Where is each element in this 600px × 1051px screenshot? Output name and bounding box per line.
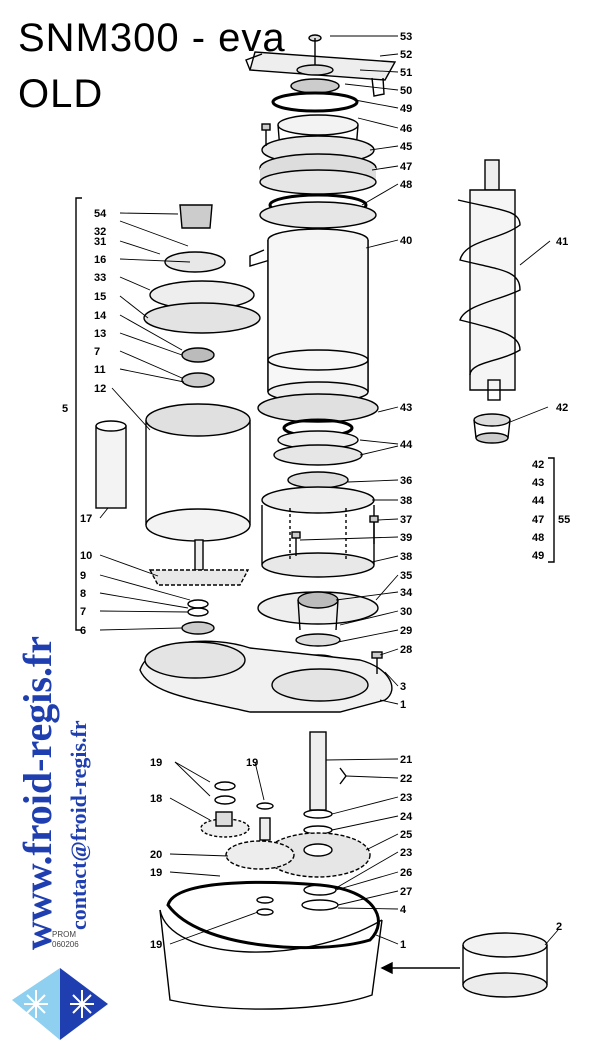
callout-27: 27: [400, 886, 412, 898]
callout-50: 50: [400, 85, 412, 97]
callout-31: 31: [94, 236, 106, 248]
callout-6: 6: [80, 625, 86, 637]
group-5: 5: [62, 403, 68, 415]
callout-29: 29: [400, 625, 412, 637]
diagram-subtitle: OLD: [18, 72, 104, 116]
callout-19d: 19: [150, 939, 162, 951]
contact-watermark: contact@froid-regis.fr: [66, 720, 91, 930]
callout-23b: 23: [400, 847, 412, 859]
callout-18: 18: [150, 793, 162, 805]
callout-23: 23: [400, 792, 412, 804]
callout-53: 53: [400, 31, 412, 43]
callout-16: 16: [94, 254, 106, 266]
callout-45: 45: [400, 141, 412, 153]
kit-44: 44: [532, 495, 545, 507]
callout-22: 22: [400, 773, 412, 785]
callout-7b: 7: [80, 606, 86, 618]
callout-11: 11: [94, 364, 106, 376]
callout-1: 1: [400, 699, 406, 711]
callout-41: 41: [556, 236, 568, 248]
callout-40: 40: [400, 235, 412, 247]
callout-37: 37: [400, 514, 412, 526]
kit-47: 47: [532, 514, 544, 526]
callout-49: 49: [400, 103, 412, 115]
callout-26: 26: [400, 867, 412, 879]
callout-17: 17: [80, 513, 92, 525]
callout-38: 38: [400, 495, 412, 507]
callout-10: 10: [80, 550, 92, 562]
callout-36: 36: [400, 475, 412, 487]
callout-19b: 19: [246, 757, 258, 769]
kit-49: 49: [532, 550, 544, 562]
callout-7: 7: [94, 346, 100, 358]
callout-51: 51: [400, 67, 412, 79]
callout-35: 35: [400, 570, 412, 582]
stamp-code: PROM: [52, 930, 76, 939]
callout-33: 33: [94, 272, 106, 284]
callout-19a: 19: [150, 757, 162, 769]
callout-38b: 38: [400, 551, 412, 563]
diagram-title: SNM300 - eva: [18, 16, 286, 60]
callout-8: 8: [80, 588, 86, 600]
drawing-stamp: PROM 060206: [52, 930, 79, 950]
callout-39: 39: [400, 532, 412, 544]
callout-19c: 19: [150, 867, 162, 879]
callout-14: 14: [94, 310, 107, 322]
callout-24: 24: [400, 811, 413, 823]
callout-32: 32: [94, 226, 106, 238]
kit-48: 48: [532, 532, 544, 544]
callout-54: 54: [94, 208, 107, 220]
callout-47: 47: [400, 161, 412, 173]
callout-15: 15: [94, 291, 106, 303]
callout-2: 2: [556, 921, 562, 933]
callout-28: 28: [400, 644, 412, 656]
callout-9: 9: [80, 570, 86, 582]
website-watermark: www.froid-regis.fr: [15, 635, 60, 950]
callout-4: 4: [400, 904, 407, 916]
kit-42: 42: [532, 459, 544, 471]
callout-12: 12: [94, 383, 106, 395]
callout-1b: 1: [400, 939, 406, 951]
callout-34: 34: [400, 587, 413, 599]
callout-20: 20: [150, 849, 162, 861]
callout-3: 3: [400, 681, 406, 693]
kit-group-55: 55: [558, 514, 570, 526]
callout-25: 25: [400, 829, 412, 841]
callout-46: 46: [400, 123, 412, 135]
callout-21: 21: [400, 754, 412, 766]
callout-43: 43: [400, 402, 412, 414]
callout-42: 42: [556, 402, 568, 414]
callout-30: 30: [400, 606, 412, 618]
callout-13: 13: [94, 328, 106, 340]
callout-44: 44: [400, 439, 413, 451]
callout-48: 48: [400, 179, 412, 191]
callout-52: 52: [400, 49, 412, 61]
stamp-date: 060206: [52, 940, 79, 949]
snowflake-logo-icon: [12, 968, 108, 1040]
kit-43: 43: [532, 477, 544, 489]
